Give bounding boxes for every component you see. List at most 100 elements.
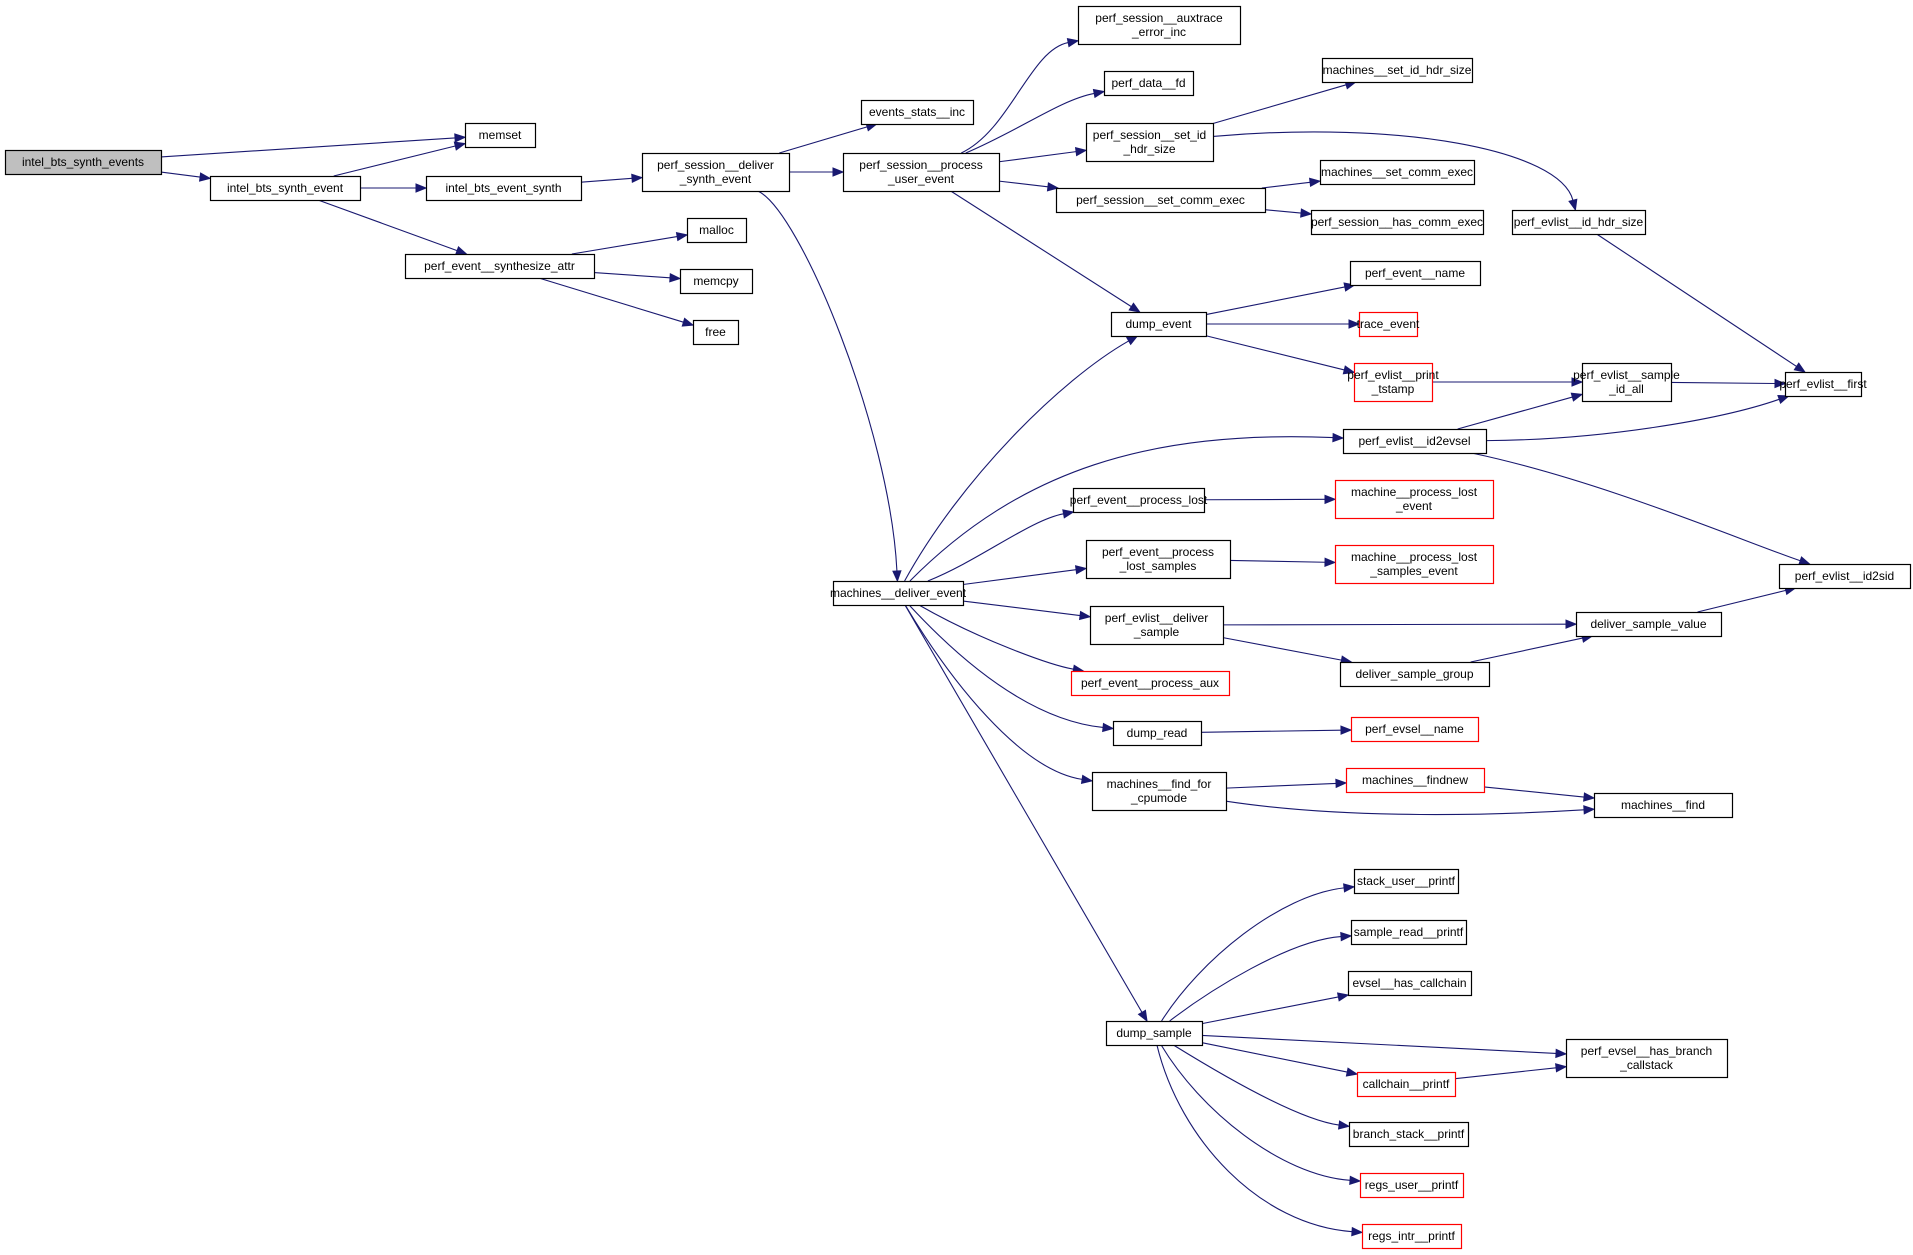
node-label: perf_event__synthesize_attr <box>424 259 575 273</box>
graph-node-perf-evsel-has-branch-callstack[interactable]: perf_evsel__has_branch_callstack <box>1565 1038 1729 1079</box>
edge-line <box>1596 233 1797 367</box>
graph-node-dump-read[interactable]: dump_read <box>1112 720 1203 747</box>
graph-node-perf-session-auxtrace-error-inc[interactable]: perf_session__auxtrace_error_inc <box>1077 5 1242 46</box>
node-label: machines__find_for <box>1107 777 1212 791</box>
graph-node-perf-event-process-lost[interactable]: perf_event__process_lost <box>1070 487 1208 514</box>
edge-line <box>1212 84 1347 125</box>
node-box <box>641 152 791 193</box>
graph-node-perf-evlist-first[interactable]: perf_evlist__first <box>1779 371 1867 398</box>
graph-node-regs-intr-printf[interactable]: regs_intr__printf <box>1361 1223 1463 1250</box>
edge-line <box>1697 589 1786 613</box>
graph-node-evsel-has-callchain[interactable]: evsel__has_callchain <box>1347 970 1473 997</box>
edge-line <box>1222 623 1567 626</box>
graph-node-deliver-sample-group[interactable]: deliver_sample_group <box>1339 661 1491 688</box>
graph-node-free[interactable]: free <box>692 319 740 346</box>
call-edge <box>1203 494 1337 505</box>
call-edge <box>904 604 1148 1023</box>
arrowhead-icon <box>1793 362 1807 373</box>
node-label: machines__set_id_hdr_size <box>1323 63 1472 77</box>
call-edge <box>998 147 1088 163</box>
graph-node-perf-session-has-comm-exec[interactable]: perf_session__has_comm_exec <box>1310 209 1485 236</box>
graph-node-perf-session-set-comm-exec[interactable]: perf_session__set_comm_exec <box>1055 187 1267 214</box>
graph-node-perf-session-set-id-hdr-size[interactable]: perf_session__set_id_hdr_size <box>1085 122 1215 163</box>
call-edge <box>1156 1044 1364 1237</box>
node-box <box>404 253 596 280</box>
node-box <box>1321 57 1474 84</box>
graph-node-intel-bts-synth-events[interactable]: intel_bts_synth_events <box>4 149 163 176</box>
graph-node-sample-read-printf[interactable]: sample_read__printf <box>1350 919 1468 946</box>
call-edge <box>961 38 1080 154</box>
graph-node-machines-set-comm-exec[interactable]: machines__set_comm_exec <box>1319 159 1476 186</box>
node-label: trace_event <box>1357 317 1420 331</box>
graph-node-machines-deliver-event[interactable]: machines__deliver_event <box>830 580 967 607</box>
graph-node-memset[interactable]: memset <box>464 122 537 149</box>
graph-node-perf-evlist-id2evsel[interactable]: perf_evlist__id2evsel <box>1342 428 1488 455</box>
graph-node-perf-session-deliver-synth-event[interactable]: perf_session__deliver_synth_event <box>641 152 791 193</box>
graph-node-callchain-printf[interactable]: callchain__printf <box>1356 1071 1457 1098</box>
node-box <box>692 319 740 346</box>
arrowhead-icon <box>454 133 467 143</box>
node-label: perf_evsel__name <box>1365 722 1464 736</box>
arrowhead-icon <box>1340 725 1353 735</box>
call-graph-edges <box>160 38 1811 1237</box>
graph-node-perf-evlist-deliver-sample[interactable]: perf_evlist__deliver_sample <box>1089 605 1225 646</box>
node-label: _callstack <box>1619 1058 1674 1072</box>
arrowhead-icon <box>1102 722 1115 733</box>
arrowhead-icon <box>1324 494 1337 505</box>
graph-node-perf-session-process-user-event[interactable]: perf_session__process_user_event <box>842 152 1001 193</box>
graph-node-machines-set-id-hdr-size[interactable]: machines__set_id_hdr_size <box>1321 57 1474 84</box>
node-label: _tstamp <box>1371 382 1415 396</box>
node-label: sample_read__printf <box>1354 925 1464 939</box>
graph-node-perf-evsel-name[interactable]: perf_evsel__name <box>1350 716 1480 743</box>
graph-node-perf-evlist-print-tstamp[interactable]: perf_evlist__print_tstamp <box>1347 362 1439 403</box>
graph-node-perf-event-synthesize-attr[interactable]: perf_event__synthesize_attr <box>404 253 596 280</box>
arrowhead-icon <box>631 173 644 184</box>
graph-node-perf-evlist-sample-id-all[interactable]: perf_evlist__sample_id_all <box>1573 362 1680 403</box>
graph-node-machines-find-for-cpumode[interactable]: machines__find_for_cpumode <box>1091 771 1228 812</box>
node-label: machines__find <box>1621 798 1705 812</box>
node-label: perf_evlist__sample <box>1573 368 1680 382</box>
node-label: _samples_event <box>1369 564 1458 578</box>
call-edge <box>1229 557 1337 567</box>
arrowhead-icon <box>1351 1226 1364 1237</box>
call-edge <box>1201 1042 1359 1077</box>
node-box <box>842 152 1001 193</box>
edge-line <box>1225 782 1337 789</box>
graph-node-machines-find[interactable]: machines__find <box>1593 792 1734 819</box>
graph-node-memcpy[interactable]: memcpy <box>679 268 754 295</box>
graph-node-perf-evlist-id-hdr-size[interactable]: perf_evlist__id_hdr_size <box>1511 209 1647 236</box>
graph-node-malloc[interactable]: malloc <box>686 217 748 244</box>
graph-node-branch-stack-printf[interactable]: branch_stack__printf <box>1348 1121 1470 1148</box>
call-edge <box>1160 1044 1362 1186</box>
graph-node-perf-data-fd[interactable]: perf_data__fd <box>1103 70 1195 97</box>
node-box <box>1103 70 1195 97</box>
edge-line <box>317 199 458 252</box>
graph-node-perf-event-process-lost-samples[interactable]: perf_event__process_lost_samples <box>1085 539 1232 580</box>
call-edge <box>538 277 695 327</box>
graph-node-perf-event-process-aux[interactable]: perf_event__process_aux <box>1070 670 1231 697</box>
graph-node-events-stats-inc[interactable]: events_stats__inc <box>860 99 975 126</box>
arrowhead-icon <box>1583 805 1596 815</box>
node-box <box>209 175 362 202</box>
node-box <box>1070 670 1231 697</box>
graph-node-intel-bts-event-synth[interactable]: intel_bts_event_synth <box>425 175 583 202</box>
graph-node-machine-process-lost-samples-event[interactable]: machine__process_lost_samples_event <box>1334 544 1495 585</box>
graph-node-dump-sample[interactable]: dump_sample <box>1105 1020 1204 1047</box>
graph-node-deliver-sample-value[interactable]: deliver_sample_value <box>1575 611 1723 638</box>
call-edge <box>1169 931 1353 1022</box>
graph-node-perf-event-name[interactable]: perf_event__name <box>1349 260 1482 287</box>
graph-node-stack-user-printf[interactable]: stack_user__printf <box>1353 868 1460 895</box>
edge-line <box>965 92 1095 154</box>
call-edge <box>1457 392 1584 430</box>
graph-node-machines-findnew[interactable]: machines__findnew <box>1345 767 1486 794</box>
graph-node-dump-event[interactable]: dump_event <box>1110 311 1208 338</box>
graph-node-trace-event[interactable]: trace_event <box>1357 311 1420 338</box>
graph-node-perf-evlist-id2sid[interactable]: perf_evlist__id2sid <box>1778 563 1912 590</box>
node-label: dump_event <box>1125 317 1192 331</box>
graph-node-machine-process-lost-event[interactable]: machine__process_lost_event <box>1334 479 1495 520</box>
graph-node-regs-user-printf[interactable]: regs_user__printf <box>1359 1172 1465 1199</box>
edge-line <box>950 190 1132 308</box>
arrowhead-icon <box>675 231 689 242</box>
node-label: _hdr_size <box>1122 142 1175 156</box>
graph-node-intel-bts-synth-event[interactable]: intel_bts_synth_event <box>209 175 362 202</box>
